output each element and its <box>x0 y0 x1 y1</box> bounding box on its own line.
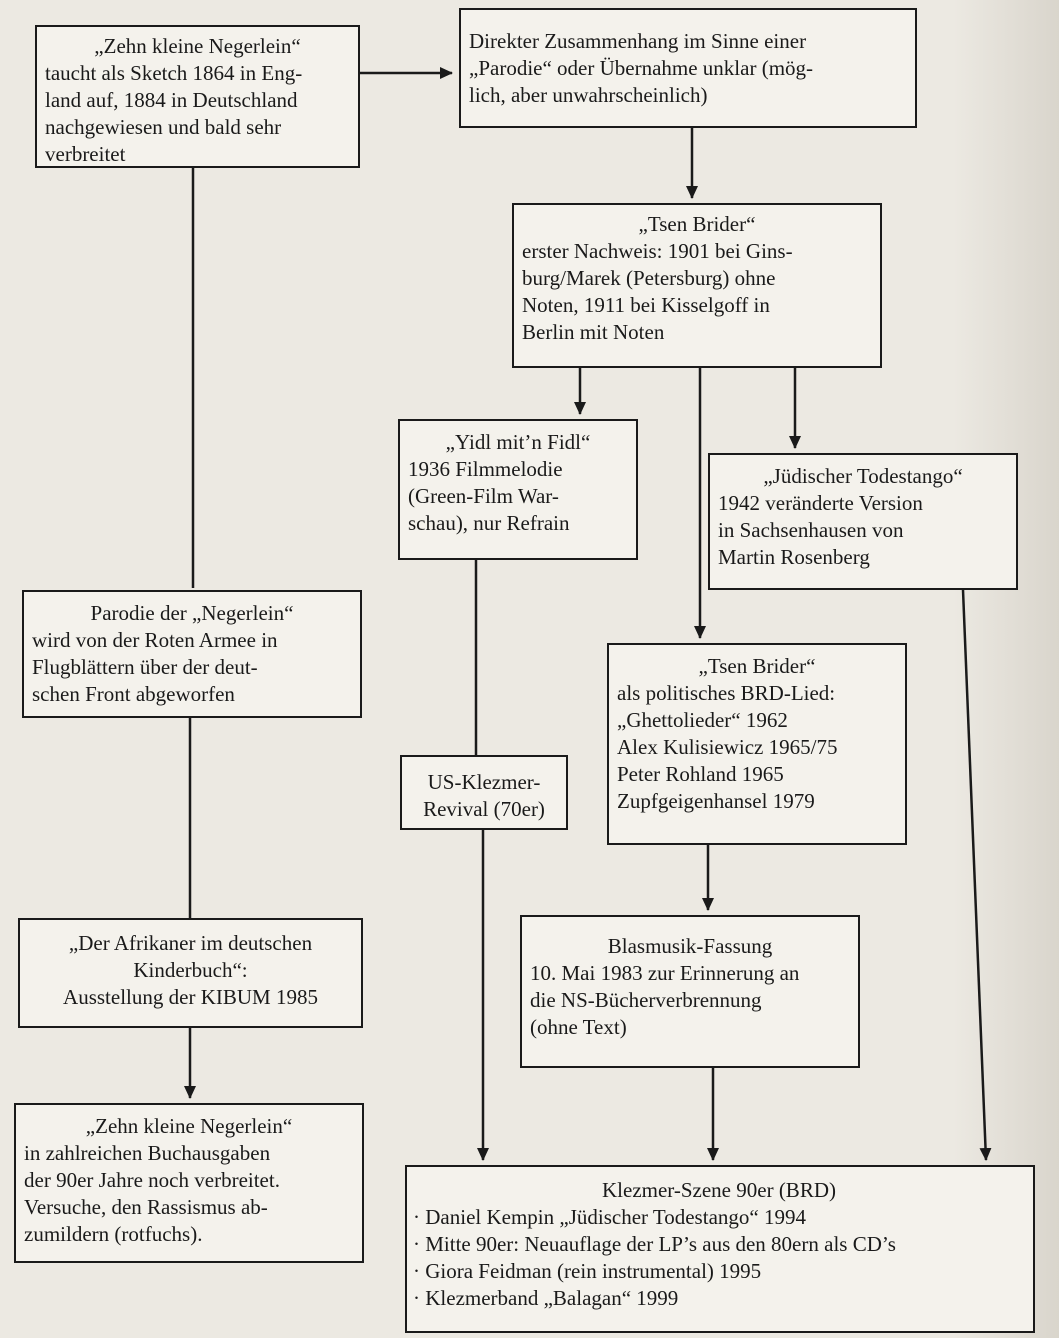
node-us-klezmer-revival: US-Klezmer- Revival (70er) <box>400 755 568 830</box>
node-line: „Yidl mit’n Fidl“ <box>445 430 591 454</box>
node-tsen-brider-erster-nachweis: „Tsen Brider“ erster Nachweis: 1901 bei … <box>512 203 882 368</box>
node-line: erster Nachweis: 1901 bei Gins- <box>522 239 793 263</box>
node-zehn-kleine: „Zehn kleine Negerlein“ taucht als Sketc… <box>35 25 360 168</box>
node-line: Ausstellung der KIBUM 1985 <box>63 985 318 1009</box>
node-line: Peter Rohland 1965 <box>617 762 784 786</box>
node-line: Berlin mit Noten <box>522 320 665 344</box>
node-line: nachgewiesen und bald sehr <box>45 115 282 139</box>
node-line: · Klezmerband „Balagan“ 1999 <box>413 1286 679 1310</box>
node-line: Zupfgeigenhansel 1979 <box>617 789 815 813</box>
node-line: der 90er Jahre noch verbreitet. <box>24 1168 280 1192</box>
node-line: (Green-Film War- <box>408 484 559 508</box>
node-afrikaner-kinderbuch: „Der Afrikaner im deutschen Kinderbuch“:… <box>18 918 363 1028</box>
node-juedischer-todestango: „Jüdischer Todestango“ 1942 veränderte V… <box>708 453 1018 590</box>
node-line: „Ghettolieder“ 1962 <box>617 708 788 732</box>
node-line: Blasmusik-Fassung <box>607 934 773 958</box>
node-line: · Mitte 90er: Neuauflage der LP’s aus de… <box>413 1232 896 1256</box>
node-line: verbreitet <box>45 142 126 166</box>
node-line: Direkter Zusammenhang im Sinne einer <box>469 29 807 53</box>
node-line: Kinderbuch“: <box>133 958 248 982</box>
node-line: Parodie der „Negerlein“ <box>90 601 294 625</box>
node-line: „Parodie“ oder Übernahme unklar (mög- <box>469 56 814 80</box>
node-line: 1942 veränderte Version <box>718 491 923 515</box>
node-line: „Tsen Brider“ <box>638 212 756 236</box>
node-line: „Zehn kleine Negerlein“ <box>85 1114 293 1138</box>
node-line: Alex Kulisiewicz 1965/75 <box>617 735 838 759</box>
node-line: burg/Marek (Petersburg) ohne <box>522 266 776 290</box>
node-line: Martin Rosenberg <box>718 545 870 569</box>
node-line: „Tsen Brider“ <box>698 654 816 678</box>
node-line: Noten, 1911 bei Kisselgoff in <box>522 293 770 317</box>
node-line: als politisches BRD-Lied: <box>617 681 836 705</box>
edge-todestango-to-klezmer <box>961 589 992 1161</box>
node-tsen-brider-brd-lied: „Tsen Brider“ als politisches BRD-Lied: … <box>607 643 907 845</box>
node-line: zumildern (rotfuchs). <box>24 1222 203 1246</box>
node-line: Revival (70er) <box>423 797 545 821</box>
node-line: US-Klezmer- <box>427 770 541 794</box>
node-line: Versuche, den Rassismus ab- <box>24 1195 268 1219</box>
node-parodie-negerlein: Parodie der „Negerlein“ wird von der Rot… <box>22 590 362 718</box>
node-line: taucht als Sketch 1864 in Eng- <box>45 61 303 85</box>
node-line: (ohne Text) <box>530 1015 627 1039</box>
node-line: wird von der Roten Armee in <box>32 628 278 652</box>
node-direkter-zusammenhang: Direkter Zusammenhang im Sinne einer „Pa… <box>459 8 917 128</box>
node-line: schau), nur Refrain <box>408 511 570 535</box>
node-line: Flugblättern über der deut- <box>32 655 258 679</box>
node-line: „Jüdischer Todestango“ <box>763 464 963 488</box>
node-buchausgaben-90er: „Zehn kleine Negerlein“ in zahlreichen B… <box>14 1103 364 1263</box>
node-line: schen Front abgeworfen <box>32 682 235 706</box>
node-line: 1936 Filmmelodie <box>408 457 563 481</box>
node-line: · Daniel Kempin „Jüdischer Todestango“ 1… <box>413 1205 806 1229</box>
node-line: 10. Mai 1983 zur Erinnerung an <box>530 961 800 985</box>
node-line: · Giora Feidman (rein instrumental) 1995 <box>413 1259 762 1283</box>
node-line: Klezmer-Szene 90er (BRD) <box>602 1178 836 1202</box>
node-line: „Zehn kleine Negerlein“ <box>94 34 301 58</box>
node-yidl-mitn-fidl: „Yidl mit’n Fidl“ 1936 Filmmelodie (Gree… <box>398 419 638 560</box>
node-line: land auf, 1884 in Deutschland <box>45 88 298 112</box>
node-line: „Der Afrikaner im deutschen <box>68 931 313 955</box>
node-line: lich, aber unwahrscheinlich) <box>469 83 708 107</box>
node-line: in Sachsenhausen von <box>718 518 904 542</box>
node-line: in zahlreichen Buchausgaben <box>24 1141 271 1165</box>
node-line: die NS-Bücherverbrennung <box>530 988 762 1012</box>
node-klezmer-szene-90er: Klezmer-Szene 90er (BRD) · Daniel Kempin… <box>405 1165 1035 1333</box>
node-blasmusik-fassung: Blasmusik-Fassung 10. Mai 1983 zur Erinn… <box>520 915 860 1068</box>
